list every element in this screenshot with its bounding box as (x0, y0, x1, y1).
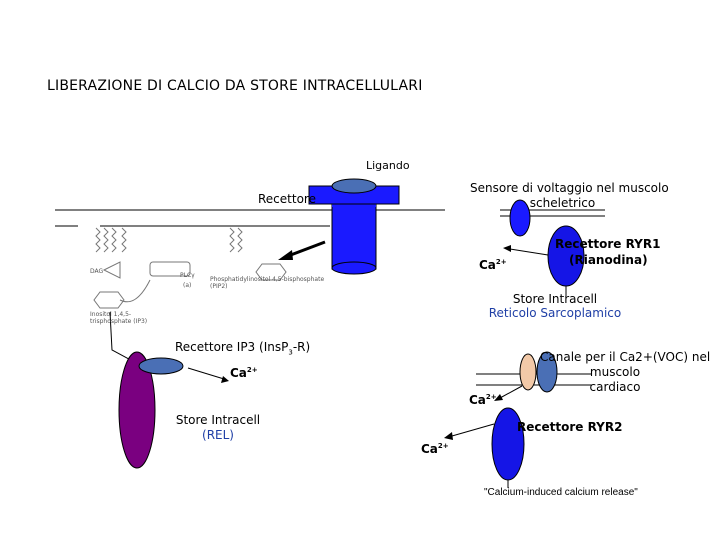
voc-channel-shape (519, 353, 537, 391)
receptor-cylinder (308, 178, 400, 275)
voc-label-line2: muscolo (589, 365, 641, 379)
pip2-pathway-schematic (93, 227, 287, 309)
ip3-receptor-label: Recettore IP3 (InsP3-R) (175, 340, 311, 357)
voltage-sensor-label-line1: Sensore di voltaggio nel muscolo (470, 181, 669, 195)
ryr1-label-line2: (Rianodina) (569, 253, 648, 267)
plc-a-label: (a) (183, 282, 192, 289)
store-rel-label: Store Intracell (175, 413, 261, 427)
voltage-sensor-label-line2: scheletrico (529, 196, 596, 210)
ip3-receptor-shape (138, 357, 184, 375)
ca-label-rel: Ca2+ (230, 366, 258, 380)
voltage-sensor-shape (509, 199, 531, 237)
dag-label: DAG (90, 268, 104, 275)
activation-arrow (287, 240, 326, 258)
ip3-small-label: Inositol 1,4,5-trisphosphate (IP3) (90, 311, 148, 325)
ca-label-ryr1: Ca2+ (479, 258, 507, 272)
ligand-ellipse (331, 178, 377, 194)
ligand-label: Ligando (366, 159, 410, 172)
ryr2-label: Recettore RYR2 (517, 420, 623, 434)
ryr1-label-line1: Recettore RYR1 (555, 237, 661, 251)
ryr2-shape (491, 407, 525, 481)
store-sr-label: Store Intracell (512, 292, 598, 306)
store-rel-sublabel: (REL) (202, 428, 234, 442)
plc-label: PLCγ (180, 272, 195, 279)
pip2-label: Phosphatidylinositol 4,5-bisphosphate (P… (210, 276, 325, 290)
voc-label-line1: Canale per il Ca2+(VOC) nel (540, 350, 711, 364)
page-title: LIBERAZIONE DI CALCIO DA STORE INTRACELL… (47, 78, 423, 94)
cicr-label: "Calcium-induced calcium release" (484, 487, 638, 498)
ca-label-ryr2: Ca2+ (421, 442, 449, 456)
receptor-label: Recettore (258, 192, 316, 206)
ca-label-voc: Ca2+ (469, 393, 497, 407)
voc-sensor-shape (536, 351, 558, 393)
voc-label-line3: cardiaco (589, 380, 641, 394)
store-sr-sublabel: Reticolo Sarcoplamico (488, 306, 622, 320)
rel-store-shape (118, 351, 156, 469)
